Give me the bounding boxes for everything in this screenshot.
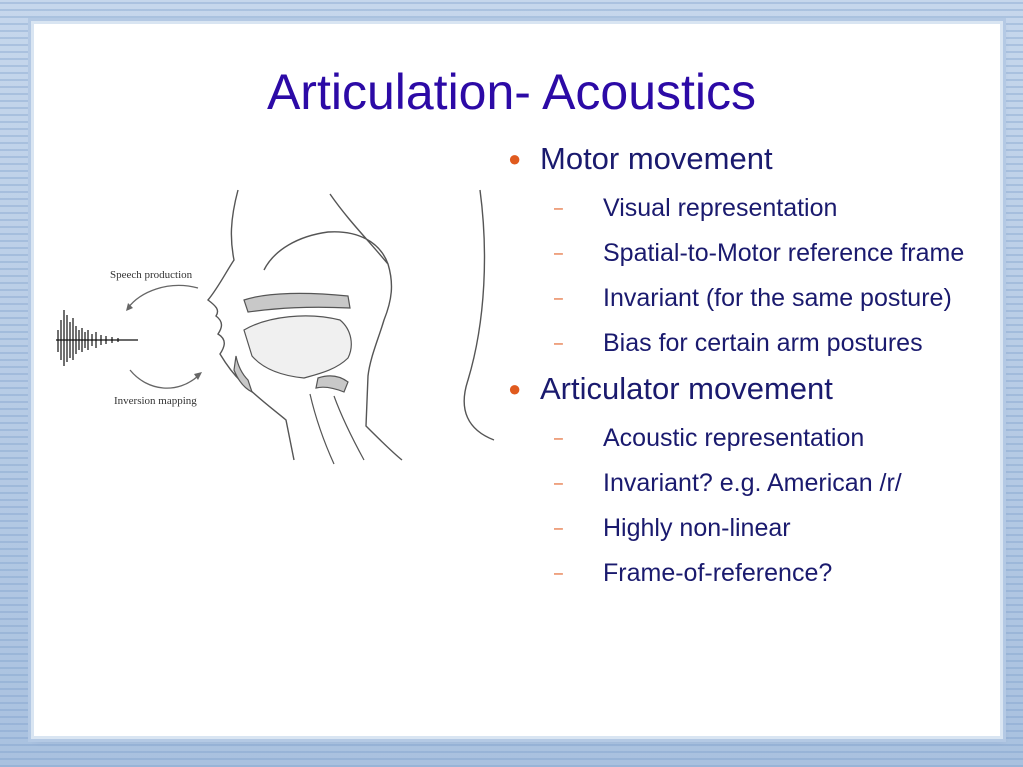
bullet-dot-icon: ●: [508, 146, 522, 171]
sub-bullet-text: Spatial-to-Motor reference frame: [603, 239, 965, 267]
figure-label-speech-production: Speech production: [110, 269, 193, 281]
bullet-text: Articulator movement: [540, 371, 833, 406]
inversion-mapping-arrow: [129, 369, 199, 389]
lower-jaw: [233, 355, 254, 394]
vocal-tract-figure: Speech production Inversion mapping: [48, 180, 500, 500]
sub-bullet-text: Highly non-linear: [603, 514, 791, 542]
vocal-tract-diagram: Speech production Inversion mapping: [56, 189, 495, 465]
sub-bullet-dash-icon: –: [554, 335, 563, 352]
sub-bullet-dash-icon: –: [554, 565, 563, 582]
sub-bullet: – Highly non-linear: [508, 512, 1008, 545]
sub-bullet-text: Acoustic representation: [603, 424, 865, 452]
sub-bullet-text: Visual representation: [603, 194, 838, 222]
larynx: [315, 375, 349, 393]
speech-production-arrow: [127, 284, 199, 309]
sub-bullet-text: Invariant? e.g. American /r/: [603, 469, 902, 497]
sub-bullet: – Invariant? e.g. American /r/: [508, 467, 1008, 500]
sub-bullet-dash-icon: –: [554, 520, 563, 537]
sub-bullet: – Spatial-to-Motor reference frame: [508, 237, 1008, 270]
back-of-head: [463, 189, 495, 441]
slide-paper: [34, 24, 1000, 736]
sub-bullet-dash-icon: –: [554, 430, 563, 447]
sub-bullet-dash-icon: –: [554, 200, 563, 217]
bullet-articulator-movement: ● Articulator movement: [508, 370, 1008, 408]
bullet-text: Motor movement: [540, 141, 773, 176]
sub-bullet-text: Bias for certain arm postures: [603, 329, 923, 357]
sub-bullet: – Bias for certain arm postures: [508, 327, 1008, 360]
sub-bullet-dash-icon: –: [554, 475, 563, 492]
tongue: [243, 315, 352, 379]
arrow-head-bottom: [194, 372, 202, 380]
sub-bullet: – Invariant (for the same posture): [508, 282, 1008, 315]
sub-bullet-text: Invariant (for the same posture): [603, 284, 952, 312]
slide-title: Articulation- Acoustics: [266, 64, 757, 120]
speech-waveform: [56, 310, 138, 366]
bullet-dot-icon: ●: [508, 376, 522, 401]
figure-label-inversion-mapping: Inversion mapping: [114, 395, 197, 407]
arrow-head-top: [126, 303, 133, 311]
sub-bullet-text: Frame-of-reference?: [603, 559, 833, 587]
sub-bullet: – Frame-of-reference?: [508, 557, 1008, 590]
sub-bullet: – Acoustic representation: [508, 422, 1008, 455]
nasal-cavity: [243, 292, 351, 313]
bullet-list: ● Motor movement – Visual representation…: [508, 140, 1008, 590]
sub-bullet-dash-icon: –: [554, 290, 563, 307]
sub-bullet: – Visual representation: [508, 192, 1008, 225]
bullet-motor-movement: ● Motor movement: [508, 140, 1008, 178]
trachea: [309, 393, 365, 465]
sub-bullet-dash-icon: –: [554, 245, 563, 262]
